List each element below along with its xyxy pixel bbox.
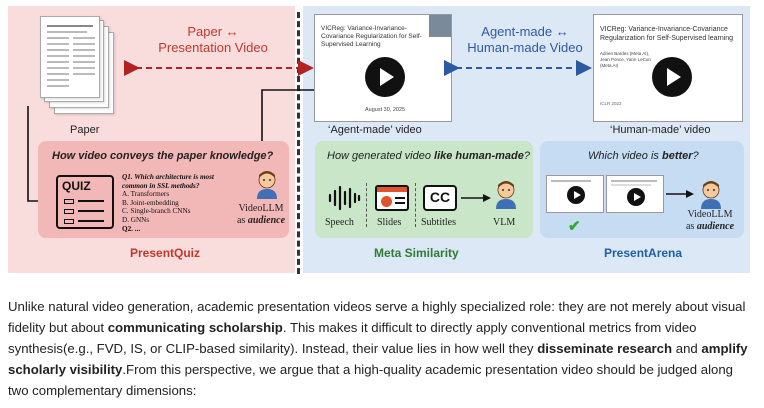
subtitles-icon-label: CC [429, 189, 451, 205]
play-icon[interactable] [652, 57, 692, 97]
meta-similarity-box: How generated video like human-made? CC [315, 141, 533, 238]
quiz-audience-line1: VideoLLM [238, 203, 284, 214]
arena-question: Which video is better? [588, 150, 699, 162]
human-video-thumbnail[interactable]: VICReg: Variance-Invariance-Covariance R… [593, 14, 743, 122]
arena-audience-line1: VideoLLM [687, 209, 733, 220]
audience-avatar-icon [257, 171, 277, 199]
body-paragraph: Unlike natural video generation, academi… [8, 299, 748, 398]
arena-to-audience-arrow [666, 190, 694, 198]
arena-video-a[interactable] [546, 175, 604, 213]
speech-label: Speech [325, 217, 354, 228]
panel-divider [297, 12, 301, 274]
meta-sep-1 [366, 183, 367, 227]
play-icon[interactable] [365, 57, 405, 97]
quiz-option-b: B. Joint-embedding [122, 198, 179, 207]
agent-human-title-line1: Agent-made ↔ [481, 24, 569, 39]
quiz-audience-label: VideoLLM as audience [234, 203, 288, 227]
quiz-icon-label: QUIZ [62, 179, 91, 193]
emphasis-disseminate: disseminate research [537, 341, 673, 356]
agent-slide-date: August 30, 2025 [365, 107, 406, 113]
agent-slide-title: VICReg: Variance-Invariance-Covariance R… [321, 25, 422, 48]
paper-video-title-line2: Presentation Video [158, 40, 268, 55]
quiz-q2: Q2. ... [122, 224, 141, 233]
presentquiz-label: PresentQuiz [130, 246, 201, 260]
quiz-q1: Q1. Which architecture is most common in… [122, 173, 214, 190]
human-video-caption: ‘Human-made’ video [610, 124, 711, 136]
emphasis-communicating: communicating scholarship [107, 320, 283, 335]
vlm-avatar-icon [496, 181, 516, 209]
paper-stack-icon [40, 16, 130, 121]
arena-video-b[interactable] [606, 175, 664, 213]
arena-audience-label: VideoLLM as audience [680, 209, 740, 233]
quiz-question: How video conveys the paper knowledge? [52, 150, 274, 162]
agent-human-title-line2: Human-made Video [467, 40, 583, 55]
paper-video-title-line1: Paper ↔ [187, 24, 239, 39]
paper-video-title: Paper ↔ Presentation Video [148, 24, 278, 56]
human-slide-authors: Adrien Bardes (Meta AI), Jean Ponce, Yan… [600, 51, 651, 68]
vlm-label: VLM [493, 217, 516, 228]
quiz-audience-line2: as audience [236, 215, 286, 226]
agent-video-thumbnail[interactable]: VICReg: Variance-Invariance-Covariance R… [314, 14, 452, 122]
presentarena-box: Which video is better? ✔ VideoLLM as aud… [540, 141, 744, 238]
arena-audience-line2: as audience [685, 221, 735, 232]
agent-video-caption: ‘Agent-made’ video [328, 124, 422, 136]
overview-figure: Paper Paper ↔ Presentation Video Agent-m… [8, 6, 750, 274]
meta-similarity-label: Meta Similarity [374, 246, 459, 260]
paper-caption: Paper [70, 124, 100, 136]
check-icon: ✔ [568, 218, 581, 235]
presenter-avatar [429, 15, 451, 37]
quiz-icon: QUIZ [56, 175, 114, 229]
subtitles-label: Subtitles [421, 217, 457, 228]
meta-sep-2 [415, 183, 416, 227]
subtitles-icon: CC [423, 185, 457, 211]
waveform-icon [328, 185, 361, 211]
human-slide-venue: ICLR 2022 [600, 101, 622, 106]
slides-icon [375, 185, 409, 211]
quiz-option-d: D. GNNs [122, 215, 150, 224]
meta-to-vlm-arrow [461, 194, 491, 202]
quiz-option-c: C. Single-branch CNNs [122, 207, 191, 216]
quiz-option-a: A. Transformers [122, 190, 170, 199]
agent-human-title: Agent-made ↔ Human-made Video [460, 24, 590, 56]
emphasis-amplify: amplify scholarly visibility [8, 341, 748, 377]
arena-audience-avatar-icon [701, 181, 721, 209]
presentquiz-box: How video conveys the paper knowledge? Q… [38, 141, 289, 238]
presentarena-label: PresentArena [604, 246, 683, 260]
meta-question: How generated video like human-made? [327, 150, 530, 162]
quiz-content: Q1. Which architecture is most common in… [122, 173, 234, 233]
slides-label: Slides [377, 217, 402, 228]
human-slide-title: VICReg: Variance-Invariance-Covariance R… [600, 26, 734, 42]
